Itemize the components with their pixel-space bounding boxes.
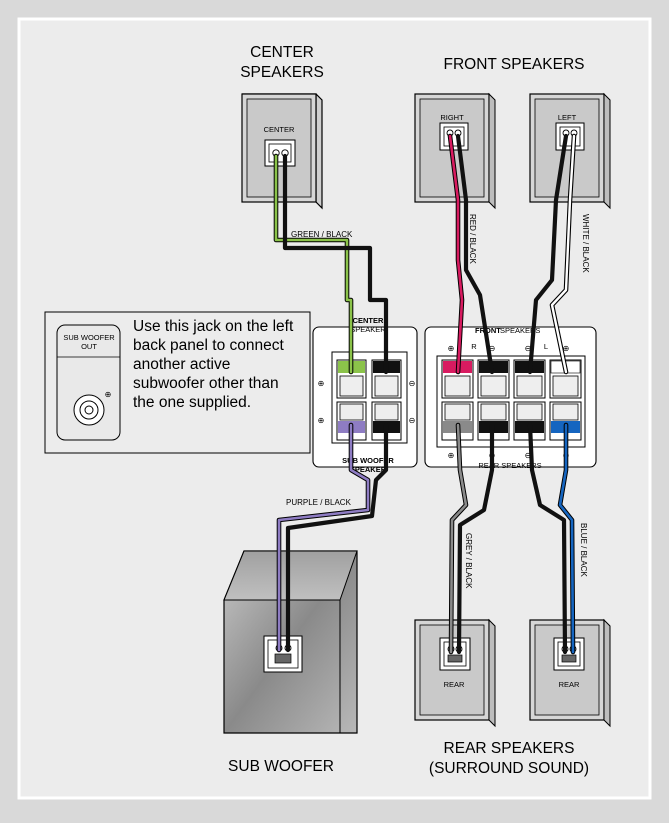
sub-woofer [223,550,358,734]
wires [273,133,577,655]
sub-woofer-title: SUB WOOFER [228,758,334,775]
wire-label-red: RED / BLACK [468,214,477,264]
front-panel-minus-l: ⊖ [525,344,532,353]
rear-speakers-title-line2: (SURROUND SOUND) [429,760,589,777]
front-panel-minus-r: ⊖ [489,344,496,353]
rear-panel-minus-l: ⊖ [525,451,532,460]
sub-woofer-out-note: SUB WOOFER OUT ⊕ [44,311,311,454]
sub-panel-heading-line2: SPEAKER [350,465,387,474]
sub-woofer-out-plus-icon: ⊕ [105,390,112,399]
center-panel-plus-top: ⊕ [318,379,325,388]
front-right-speaker-tag: RIGHT [440,113,464,122]
center-panel-minus-top: ⊖ [409,379,416,388]
rear-panel-heading: REAR SPEAKERS [478,461,541,470]
rear-speakers-title-line1: REAR SPEAKERS [444,740,575,757]
center-speaker-tag: CENTER [264,125,295,134]
wire-label-blue: BLUE / BLACK [579,523,588,577]
front-panel-plus-r: ⊕ [448,344,455,353]
center-speakers-title-line2: SPEAKERS [240,64,324,81]
front-panel-heading: FRONT [475,326,501,335]
center-speaker: CENTER [241,93,323,210]
front-panel-subheading: SPEAKERS [500,326,540,335]
rear-panel-plus-r: ⊕ [448,451,455,460]
center-subwoofer-terminal-panel: CENTER SPEAKER ⊕ ⊖ ⊕ ⊖ SUB WOOFER SPEAKE… [312,316,418,474]
wire-label-grey: GREY / BLACK [464,533,473,589]
sub-woofer-out-jack-label-line2: OUT [81,342,97,351]
front-panel-l-label: L [544,342,548,351]
front-panel-plus-l: ⊕ [563,344,570,353]
rear-left-speaker: REAR [414,618,496,728]
front-speakers-title: FRONT SPEAKERS [444,56,585,73]
center-speakers-title-line1: CENTER [250,44,314,61]
front-left-speaker: LEFT [529,92,611,210]
rear-left-speaker-tag: REAR [444,680,465,689]
center-panel-plus-bottom: ⊕ [318,416,325,425]
center-panel-heading: CENTER [353,316,384,325]
rear-right-speaker-tag: REAR [559,680,580,689]
center-panel-subheading: SPEAKER [350,325,386,334]
front-panel-r-label: R [471,342,477,351]
wire-label-purple: PURPLE / BLACK [286,498,352,507]
front-left-speaker-tag: LEFT [558,113,577,122]
front-rear-terminal-panel: FRONT SPEAKERS R L ⊕ ⊖ ⊖ ⊕ ⊕ ⊖ [424,326,597,470]
sub-woofer-out-note-text: Use this jack on the left back panel to … [133,318,294,411]
center-panel-minus-bottom: ⊖ [409,416,416,425]
sub-woofer-out-jack-label-line1: SUB WOOFER [63,333,115,342]
wire-label-green: GREEN / BLACK [291,230,353,239]
sub-panel-heading-line1: SUB WOOFER [342,456,394,465]
rear-right-speaker: REAR [529,618,611,728]
wire-label-white: WHITE / BLACK [581,214,590,273]
